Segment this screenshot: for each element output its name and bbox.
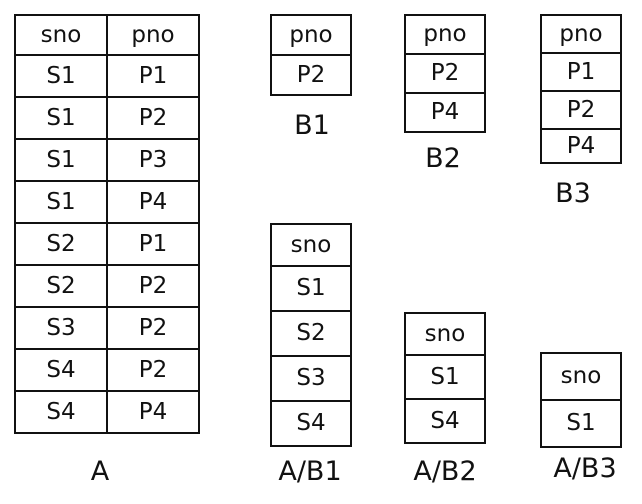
cell-pno: P2	[540, 90, 622, 130]
cell-sno: S3	[270, 355, 352, 402]
cell-pno: P2	[106, 306, 200, 350]
cell-pno: P3	[106, 138, 200, 182]
table-row: S1 P4	[14, 180, 200, 224]
table-row: S1	[270, 265, 352, 312]
table-row: S2	[270, 310, 352, 357]
table-b3-caption: B3	[555, 178, 591, 209]
cell-sno: S3	[14, 306, 108, 350]
table-row: S4	[404, 398, 486, 444]
cell-pno: P4	[540, 128, 622, 164]
cell-pno: P4	[404, 92, 486, 133]
cell-sno: S1	[14, 96, 108, 140]
cell-pno: P1	[106, 222, 200, 266]
table-row: S1 P3	[14, 138, 200, 182]
cell-pno: P2	[270, 54, 352, 96]
header-cell-pno: pno	[106, 14, 200, 56]
table-a-div-b3-caption: A/B3	[553, 453, 617, 484]
table-row: S1 P1	[14, 54, 200, 98]
table-row: S3	[270, 355, 352, 402]
table-row: P2	[404, 53, 486, 94]
table-a-div-b3: sno S1	[540, 352, 622, 448]
cell-sno: S1	[14, 180, 108, 224]
table-a-div-b2: sno S1 S4	[404, 312, 486, 444]
cell-sno: S1	[14, 138, 108, 182]
table-row: P2	[540, 90, 622, 130]
header-cell-pno: pno	[540, 14, 622, 54]
table-row: S4 P4	[14, 390, 200, 434]
table-a: sno pno S1 P1 S1 P2 S1 P3 S1 P4 S2 P1 S2…	[14, 14, 200, 434]
cell-sno: S2	[14, 222, 108, 266]
table-b3: pno P1 P2 P4	[540, 14, 622, 164]
cell-sno: S2	[270, 310, 352, 357]
table-a-caption: A	[90, 456, 110, 487]
cell-pno: P2	[106, 264, 200, 308]
table-b1-caption: B1	[294, 110, 330, 141]
header-cell-sno: sno	[14, 14, 108, 56]
table-b2-caption: B2	[425, 143, 461, 174]
table-header-row: sno	[270, 223, 352, 267]
cell-pno: P2	[404, 53, 486, 94]
table-row: S1 P2	[14, 96, 200, 140]
table-row: S1	[540, 399, 622, 448]
table-header-row: pno	[540, 14, 622, 54]
cell-sno: S4	[270, 400, 352, 447]
header-cell-sno: sno	[270, 223, 352, 267]
table-row: S3 P2	[14, 306, 200, 350]
table-row: S2 P1	[14, 222, 200, 266]
cell-pno: P2	[106, 96, 200, 140]
cell-pno: P1	[540, 52, 622, 92]
table-header-row: sno	[540, 352, 622, 401]
table-header-row: pno	[270, 14, 352, 56]
table-a-div-b1-caption: A/B1	[278, 456, 342, 487]
cell-sno: S4	[14, 390, 108, 434]
cell-sno: S1	[270, 265, 352, 312]
header-cell-pno: pno	[270, 14, 352, 56]
table-row: S4 P2	[14, 348, 200, 392]
cell-sno: S1	[14, 54, 108, 98]
table-header-row: sno	[404, 312, 486, 356]
table-header-row: sno pno	[14, 14, 200, 56]
cell-sno: S1	[540, 399, 622, 448]
table-b1: pno P2	[270, 14, 352, 96]
table-a-div-b2-caption: A/B2	[413, 456, 477, 487]
table-row: P4	[540, 128, 622, 164]
cell-pno: P4	[106, 180, 200, 224]
table-row: P4	[404, 92, 486, 133]
table-row: P1	[540, 52, 622, 92]
cell-pno: P2	[106, 348, 200, 392]
table-b2: pno P2 P4	[404, 14, 486, 133]
table-row: P2	[270, 54, 352, 96]
cell-pno: P4	[106, 390, 200, 434]
cell-sno: S4	[404, 398, 486, 444]
table-row: S2 P2	[14, 264, 200, 308]
cell-sno: S4	[14, 348, 108, 392]
table-row: S1	[404, 354, 486, 400]
header-cell-sno: sno	[540, 352, 622, 401]
header-cell-pno: pno	[404, 14, 486, 55]
table-row: S4	[270, 400, 352, 447]
cell-pno: P1	[106, 54, 200, 98]
cell-sno: S2	[14, 264, 108, 308]
table-header-row: pno	[404, 14, 486, 55]
table-a-div-b1: sno S1 S2 S3 S4	[270, 223, 352, 447]
header-cell-sno: sno	[404, 312, 486, 356]
cell-sno: S1	[404, 354, 486, 400]
